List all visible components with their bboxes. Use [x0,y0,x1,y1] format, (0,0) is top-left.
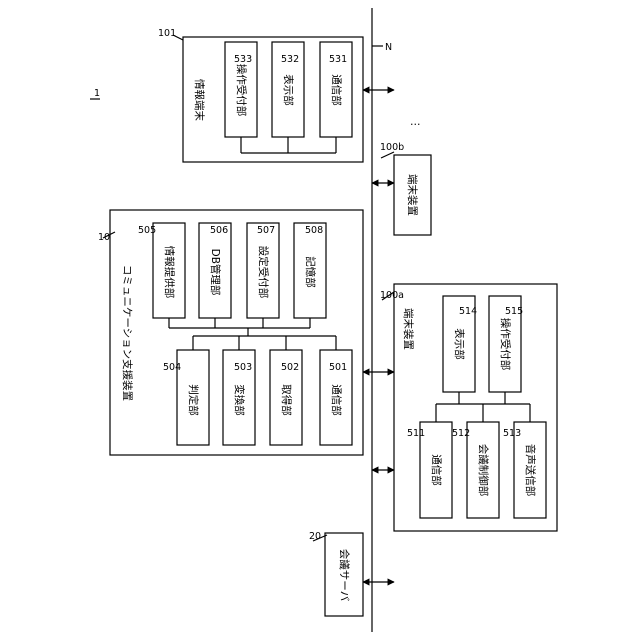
unit-ref-504: 504 [163,362,181,373]
info-terminal: 101 情報端末 操作受付部 533 表示部 532 通信部 531 [158,28,363,162]
unit-ref-513: 513 [503,428,521,439]
unit-ref-501: 501 [329,362,347,373]
info-terminal-title: 情報端末 [193,79,206,121]
unit-label-533: 操作受付部 [235,64,248,117]
unit-label-504: 判定部 [187,384,200,416]
unit-label-531: 通信部 [330,74,343,106]
unit-label-511: 通信部 [430,454,443,486]
conf-server-label: 会議サーバ [338,549,351,602]
unit-ref-532: 532 [281,54,299,65]
unit-label-532: 表示部 [282,74,295,106]
unit-ref-514: 514 [459,306,477,317]
unit-ref-503: 503 [234,362,252,373]
unit-ref-502: 502 [281,362,299,373]
unit-label-505: 情報提供部 [163,246,176,299]
unit-label-501: 通信部 [330,384,343,416]
terminal-a-title: 端末装置 [402,308,415,350]
unit-label-514: 表示部 [453,328,466,360]
more-terminals-ellipsis: … [410,116,421,128]
unit-label-513: 音声送信部 [524,444,537,497]
conf-server: 会議サーバ 20 [309,531,363,616]
network-ref: N [385,42,392,53]
info-terminal-ref: 101 [158,28,176,39]
terminal-b-label: 端末装置 [406,174,419,216]
unit-ref-512: 512 [452,428,470,439]
unit-ref-506: 506 [210,225,228,236]
unit-ref-508: 508 [305,225,323,236]
terminal-b: 端末装置 100b [380,142,431,235]
terminal-a: 100a 端末装置 表示部 514 操作受付部 515 通信部 511 会議制御… [380,284,557,531]
unit-ref-507: 507 [257,225,275,236]
unit-label-515: 操作受付部 [499,318,512,371]
unit-ref-531: 531 [329,54,347,65]
unit-label-507: 設定受付部 [257,246,270,299]
unit-ref-533: 533 [234,54,252,65]
terminal-a-ref: 100a [380,290,404,301]
unit-label-506: DB管理部 [209,249,222,296]
conf-server-ref: 20 [309,531,321,542]
terminal-b-ref: 100b [380,142,404,153]
unit-label-508: 記憶部 [304,256,317,288]
comm-support-ref: 10 [98,232,110,243]
unit-ref-505: 505 [138,225,156,236]
unit-label-512: 会議制御部 [477,444,490,497]
unit-label-502: 取得部 [280,384,293,416]
unit-ref-511: 511 [407,428,425,439]
unit-label-503: 変換部 [233,384,246,416]
comm-support: 10 コミュニケーション支援装置 情報提供部 505 DB管理部 506 設定受… [98,210,363,455]
comm-support-title: コミュニケーション支援装置 [121,265,134,401]
unit-ref-515: 515 [505,306,523,317]
figure-number: 1 [94,88,100,99]
